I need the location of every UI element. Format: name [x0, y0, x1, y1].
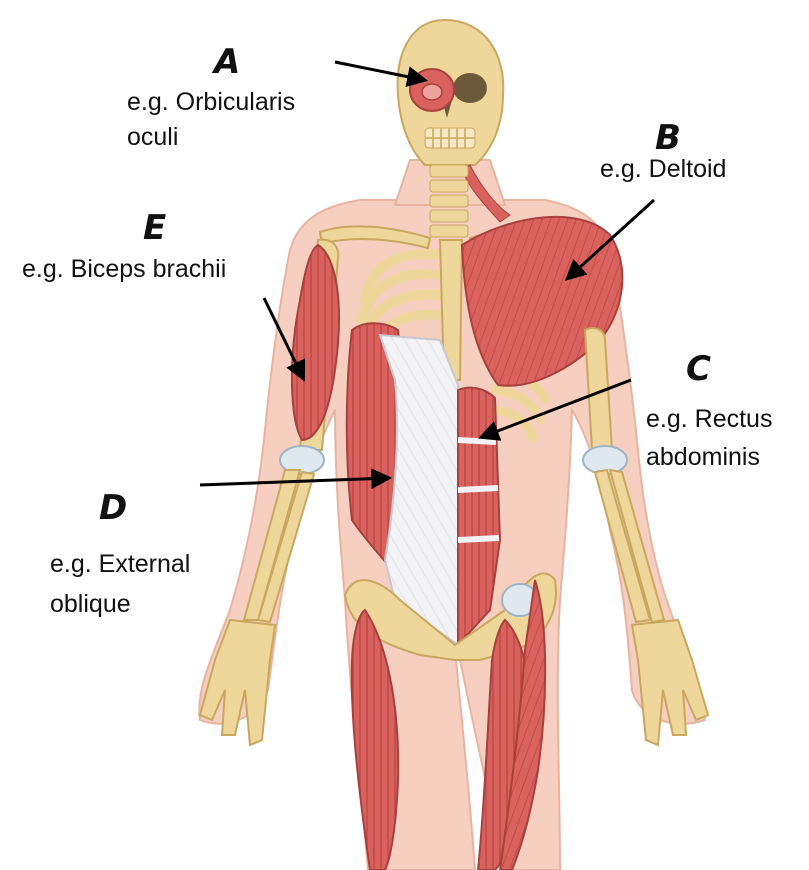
label-e-example: e.g. Biceps brachii: [22, 253, 226, 286]
label-a-example-line1: e.g. Orbicularis: [127, 86, 295, 119]
label-c-letter: C: [686, 349, 711, 389]
label-b-letter: B: [655, 118, 681, 158]
label-d-letter: D: [99, 488, 127, 528]
label-e-letter: E: [143, 208, 166, 248]
label-d-example-line2: oblique: [50, 588, 131, 621]
label-b-example: e.g. Deltoid: [600, 153, 726, 186]
orbicularis-oculi-muscle: [410, 69, 454, 111]
label-c-example-line2: abdominis: [646, 441, 760, 474]
label-c-example-line1: e.g. Rectus: [646, 403, 772, 436]
label-a-example-line2: oculi: [127, 121, 178, 154]
cervical-spine: [430, 165, 468, 237]
label-a-letter: A: [214, 42, 240, 82]
label-d-example-line1: e.g. External: [50, 548, 190, 581]
